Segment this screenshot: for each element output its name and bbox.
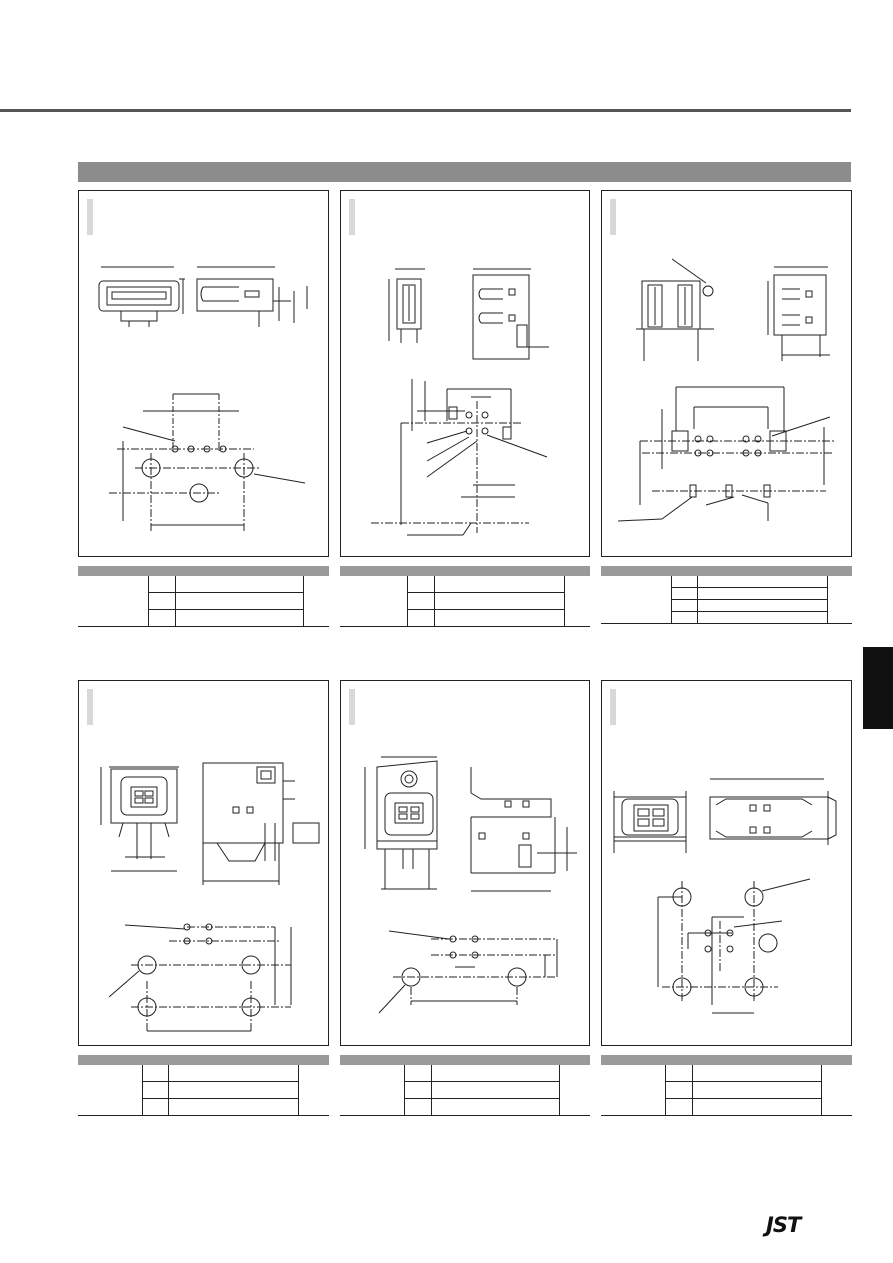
connector-drawing	[371, 268, 549, 536]
drawing-panel-3	[601, 190, 852, 557]
drawing-panel-6	[601, 680, 852, 1046]
drawing-panel-1	[78, 190, 329, 557]
jst-logo: JST	[766, 1213, 801, 1237]
panel-marker	[349, 689, 355, 725]
spec-table-1	[78, 566, 329, 627]
connector-drawing	[100, 762, 320, 1033]
panel-marker	[610, 199, 616, 235]
spec-table-5	[340, 1055, 590, 1116]
connector-drawing	[617, 258, 834, 522]
drawing-panel-5	[340, 680, 590, 1046]
panel-marker	[87, 199, 93, 235]
connector-drawing	[613, 778, 837, 1014]
section-header-bar	[78, 162, 851, 182]
panel-marker	[610, 689, 616, 725]
spec-table-4	[78, 1055, 329, 1116]
connector-drawing	[98, 266, 308, 531]
header-rule	[0, 109, 851, 112]
drawing-panel-2	[340, 190, 590, 557]
spec-table-3	[601, 566, 852, 624]
connector-drawing	[364, 756, 577, 1014]
side-index-tab	[863, 647, 893, 729]
drawing-panel-4	[78, 680, 329, 1046]
panel-marker	[349, 199, 355, 235]
spec-table-2	[340, 566, 590, 627]
spec-table-6	[601, 1055, 852, 1116]
panel-marker	[87, 689, 93, 725]
